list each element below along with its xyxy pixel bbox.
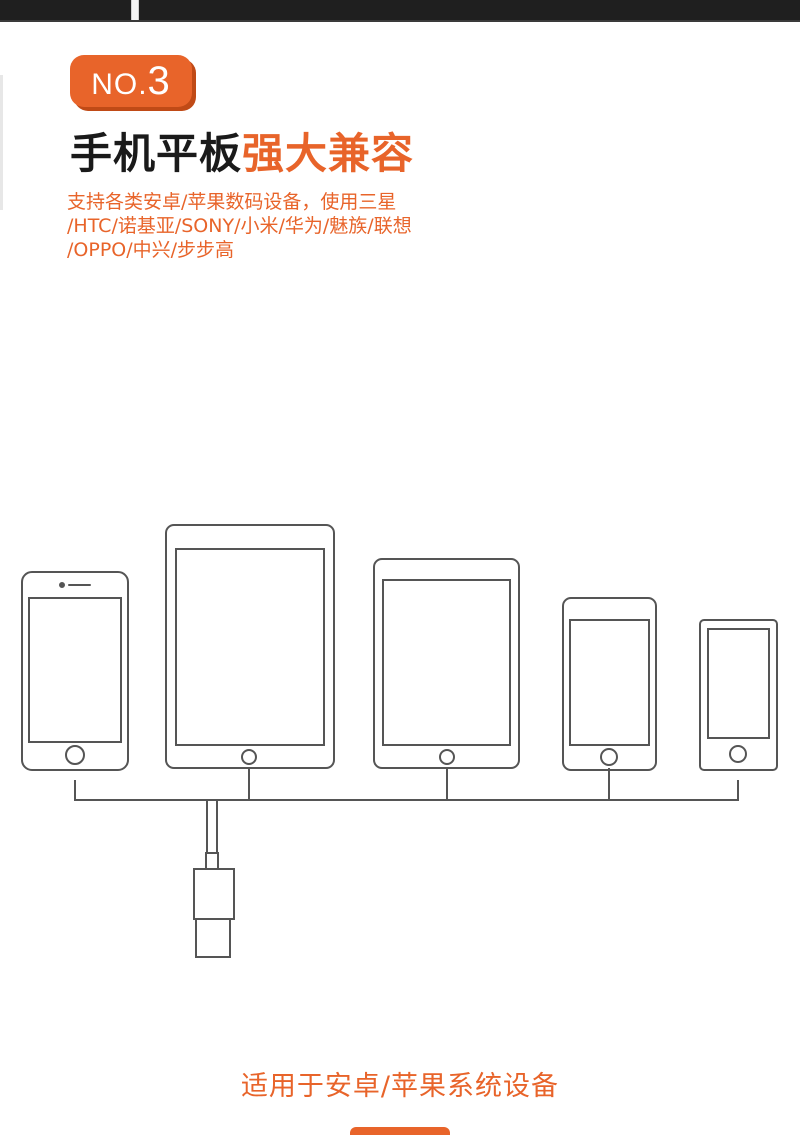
description-line: 支持各类安卓/苹果数码设备，使用三星 <box>67 191 397 213</box>
description-line: /HTC/诺基亚/SONY/小米/华为/魅族/联想 <box>67 215 412 237</box>
top-product-strip <box>0 0 800 22</box>
section-number-badge: NO.3 <box>70 55 192 107</box>
edge-decoration <box>0 75 3 210</box>
page-title: 手机平板强大兼容 <box>70 126 414 182</box>
connector-cable <box>74 767 739 853</box>
footer-accent-tab <box>350 1127 450 1135</box>
device-illustration <box>21 524 778 958</box>
badge-number: 3 <box>147 59 171 103</box>
usb-plug-icon <box>193 852 235 958</box>
phone-icon <box>21 571 129 771</box>
tablet-icon <box>165 524 335 769</box>
phone-icon <box>562 597 657 771</box>
compatibility-description: 支持各类安卓/苹果数码设备，使用三星 /HTC/诺基亚/SONY/小米/华为/魅… <box>67 190 507 262</box>
title-main: 手机平板 <box>70 129 243 178</box>
title-highlight: 强大兼容 <box>242 129 415 178</box>
badge-prefix: NO. <box>91 68 148 101</box>
description-line: /OPPO/中兴/步步高 <box>67 239 235 261</box>
tablet-icon <box>373 558 520 769</box>
footer-caption: 适用于安卓/苹果系统设备 <box>240 1071 560 1102</box>
phone-icon <box>699 619 778 771</box>
cable-icon <box>131 0 139 20</box>
